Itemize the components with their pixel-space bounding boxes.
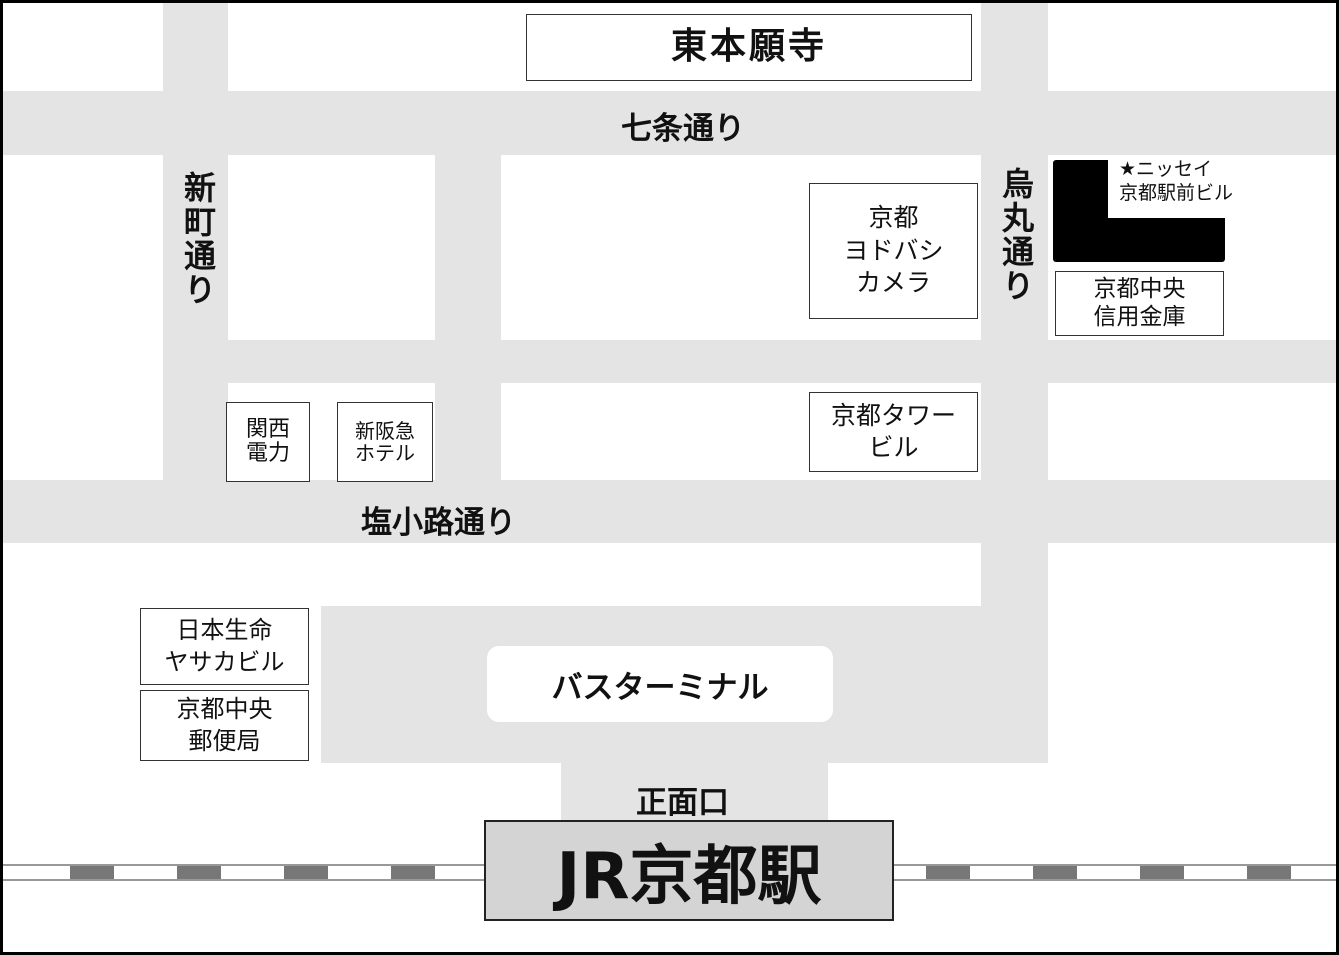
rail-dash: [926, 866, 970, 879]
rail-dash: [1247, 866, 1291, 879]
building-shinkin: 京都中央 信用金庫: [1055, 271, 1224, 336]
road-middle: [163, 340, 1336, 383]
building-higashi-honganji: 東本願寺: [526, 14, 972, 81]
station-label: JR京都駅: [556, 839, 822, 914]
label-nissay: ★ニッセイ 京都駅前ビル: [1119, 158, 1234, 204]
building-post-office: 京都中央 郵便局: [140, 690, 309, 761]
rail-dash: [284, 866, 328, 879]
station-approach: [561, 763, 828, 823]
label-karasuma: 烏丸通り: [997, 167, 1035, 303]
bus-terminal: バスターミナル: [487, 646, 833, 722]
building-yodobashi: 京都 ヨドバシ カメラ: [809, 183, 978, 319]
road-side: [435, 155, 501, 480]
road-karasuma: [981, 3, 1048, 763]
rail-dash: [1140, 866, 1184, 879]
bus-terminal-label: バスターミナル: [551, 669, 769, 706]
label-entrance: 正面口: [636, 785, 729, 821]
building-shin-hankyu: 新阪急 ホテル: [337, 402, 433, 482]
label-shiokoji: 塩小路通り: [361, 505, 516, 541]
jr-kyoto-station: JR京都駅: [484, 820, 894, 921]
road-shinmachi: [163, 3, 228, 480]
label-shichijo: 七条通り: [621, 111, 745, 147]
rail-dash: [1033, 866, 1077, 879]
label-shinmachi: 新町通り: [179, 171, 217, 307]
building-nihon-seimei: 日本生命 ヤサカビル: [140, 608, 309, 685]
road-shiokoji: [3, 480, 1336, 543]
rail-dash: [70, 866, 114, 879]
building-kyoto-tower: 京都タワー ビル: [809, 392, 978, 472]
building-kansai-denryoku: 関西 電力: [226, 402, 310, 482]
nissay-cutout: [1108, 155, 1336, 218]
rail-dash: [391, 866, 435, 879]
rail-dash: [177, 866, 221, 879]
